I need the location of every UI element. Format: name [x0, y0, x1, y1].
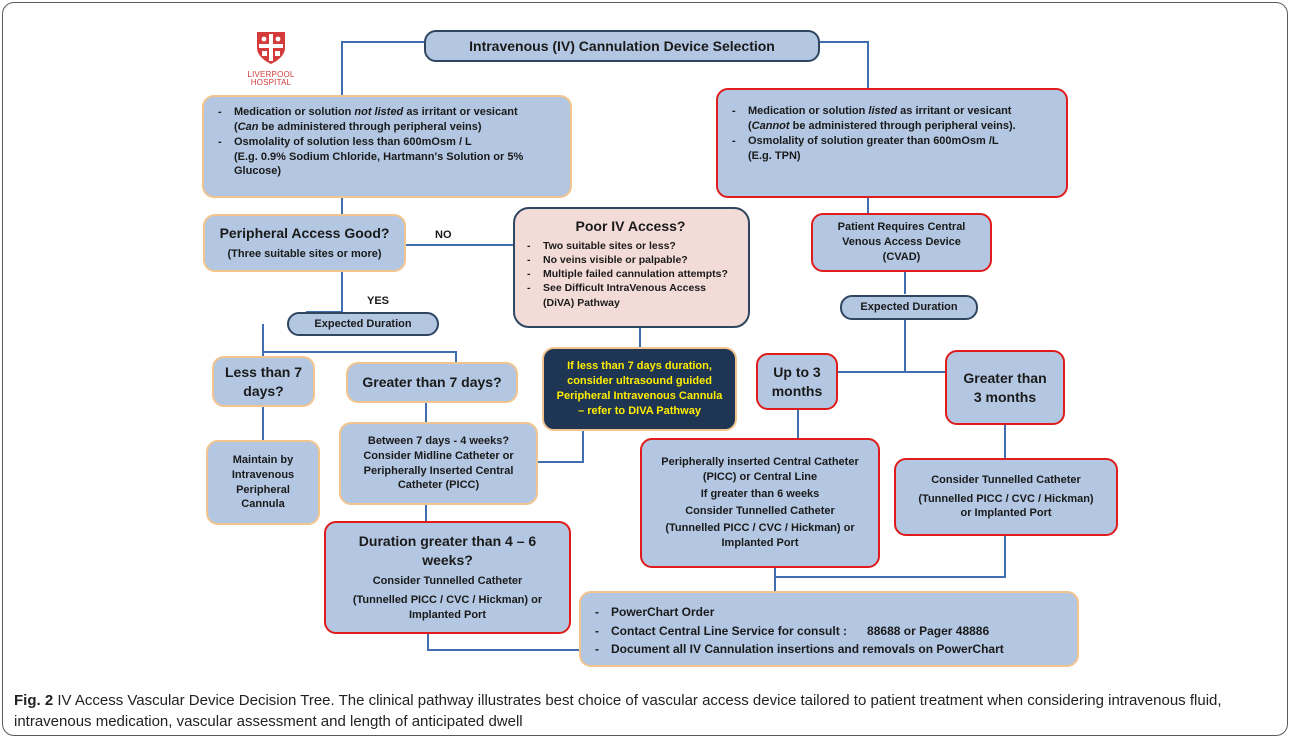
picc-line-1: Peripherally inserted Central Catheter (… [661, 456, 859, 484]
powerchart-item-2: Contact Central Line Service for consult… [589, 622, 1067, 641]
figure-caption: Fig. 2 IV Access Vascular Device Decisio… [14, 690, 1280, 732]
connector-lines [262, 41, 1006, 651]
logo-text-line1: LIVERPOOL [247, 70, 295, 79]
title-text: Intravenous (IV) Cannulation Device Sele… [469, 37, 775, 54]
greater-than-7-days-box: Greater than 7 days? [346, 362, 518, 403]
picc-line-4: (Tunnelled PICC / CVC / Hickman) or Impl… [665, 521, 855, 549]
cvad-box: Patient Requires Central Venous Access D… [811, 213, 992, 272]
up-to-3-months-box: Up to 3 months [756, 353, 838, 410]
right-criteria-item-1: Medication or solution listed as irritan… [726, 104, 1056, 134]
picc-line-2: If greater than 6 weeks [700, 488, 820, 501]
greater-than-3-months-box: Greater than 3 months [945, 350, 1065, 425]
powerchart-item-1: PowerChart Order [589, 603, 1067, 622]
less-than-7-days-box: Less than 7 days? [212, 356, 315, 407]
caption-text: IV Access Vascular Device Decision Tree.… [14, 692, 1222, 730]
poor-access-item: No veins visible or palpable? [521, 253, 740, 267]
right-criteria-box: Medication or solution listed as irritan… [716, 88, 1068, 198]
powerchart-order-box: PowerChart Order Contact Central Line Se… [579, 591, 1079, 667]
connector-expected-left-split [262, 324, 457, 362]
title-box: Intravenous (IV) Cannulation Device Sele… [424, 30, 820, 62]
less-than-7-days-text: Less than 7 days? [224, 363, 303, 399]
hospital-logo: LIVERPOOL HOSPITAL [246, 30, 296, 90]
hospital-crest-icon [257, 32, 285, 64]
poor-access-item: See Difficult IntraVenous Access (DiVA) … [521, 281, 740, 309]
between-7-days-4-weeks-text: Between 7 days - 4 weeks? Consider Midli… [363, 434, 514, 492]
ultrasound-box: If less than 7 days duration, consider u… [542, 347, 737, 431]
tunnelled-line-2: (Tunnelled PICC / CVC / Hickman) or Impl… [918, 492, 1094, 520]
left-criteria-item-2: Osmolality of solution less than 600mOsm… [212, 135, 560, 180]
cvad-text: Patient Requires Central Venous Access D… [837, 221, 966, 263]
ultrasound-text: If less than 7 days duration, consider u… [556, 360, 723, 417]
consider-tunnelled-catheter-box: Consider Tunnelled Catheter (Tunnelled P… [894, 458, 1118, 536]
picc-central-line-box: Peripherally inserted Central Catheter (… [640, 438, 880, 568]
between-7-days-4-weeks-box: Between 7 days - 4 weeks? Consider Midli… [339, 422, 538, 505]
duration-4-6-weeks-box: Duration greater than 4 – 6 weeks? Consi… [324, 521, 571, 634]
duration-4-6-weeks-title: Duration greater than 4 – 6 weeks? [358, 533, 537, 569]
poor-access-item: Multiple failed cannulation attempts? [521, 267, 740, 281]
connector-title-right [820, 41, 869, 88]
caption-label: Fig. 2 [14, 692, 54, 709]
poor-iv-access-box: Poor IV Access? Two suitable sites or le… [513, 207, 750, 328]
logo-text-line2: HOSPITAL [250, 78, 292, 88]
left-criteria-box: Medication or solution not listed as irr… [202, 95, 572, 198]
expected-duration-right-box: Expected Duration [840, 295, 978, 320]
yes-label: YES [367, 295, 390, 307]
connector-peripheral-yes [306, 272, 343, 313]
connector-tunnelled-to-powerchart [775, 536, 1006, 578]
picc-line-3: Consider Tunnelled Catheter [685, 505, 835, 517]
expected-duration-left-text: Expected Duration [314, 317, 412, 330]
expected-duration-right-text: Expected Duration [860, 301, 958, 314]
right-criteria-item-2: Osmolality of solution greater than 600m… [726, 134, 1056, 164]
connector-title-left [341, 41, 424, 95]
peripheral-access-box: Peripheral Access Good? (Three suitable … [203, 214, 406, 272]
connector-duration46-to-powerchart [427, 634, 579, 651]
powerchart-phone: 88688 or Pager 48886 [867, 623, 990, 638]
expected-duration-left-box: Expected Duration [287, 312, 439, 336]
poor-iv-access-title: Poor IV Access? [575, 218, 686, 234]
peripheral-access-title: Peripheral Access Good? [219, 225, 390, 242]
greater-than-3-months-text: Greater than 3 months [963, 369, 1047, 405]
maintain-peripheral-cannula-text: Maintain by Intravenous Peripheral Cannu… [231, 453, 295, 511]
no-label: NO [435, 229, 452, 241]
decision-tree-diagram: LIVERPOOL HOSPITAL Intravenous (IV) Cann… [0, 0, 1292, 690]
tunnelled-line-1: Consider Tunnelled Catheter [931, 473, 1081, 486]
left-criteria-item-1: Medication or solution not listed as irr… [212, 105, 560, 135]
duration-4-6-weeks-line-2: (Tunnelled PICC / CVC / Hickman) or Impl… [352, 593, 543, 621]
maintain-peripheral-cannula-box: Maintain by Intravenous Peripheral Cannu… [206, 440, 320, 525]
powerchart-item-3: Document all IV Cannulation insertions a… [589, 640, 1067, 659]
poor-access-item: Two suitable sites or less? [521, 239, 740, 253]
greater-than-7-days-text: Greater than 7 days? [362, 374, 502, 391]
peripheral-access-subtitle: (Three suitable sites or more) [227, 248, 382, 261]
up-to-3-months-text: Up to 3 months [771, 363, 823, 399]
duration-4-6-weeks-line-1: Consider Tunnelled Catheter [372, 575, 523, 588]
